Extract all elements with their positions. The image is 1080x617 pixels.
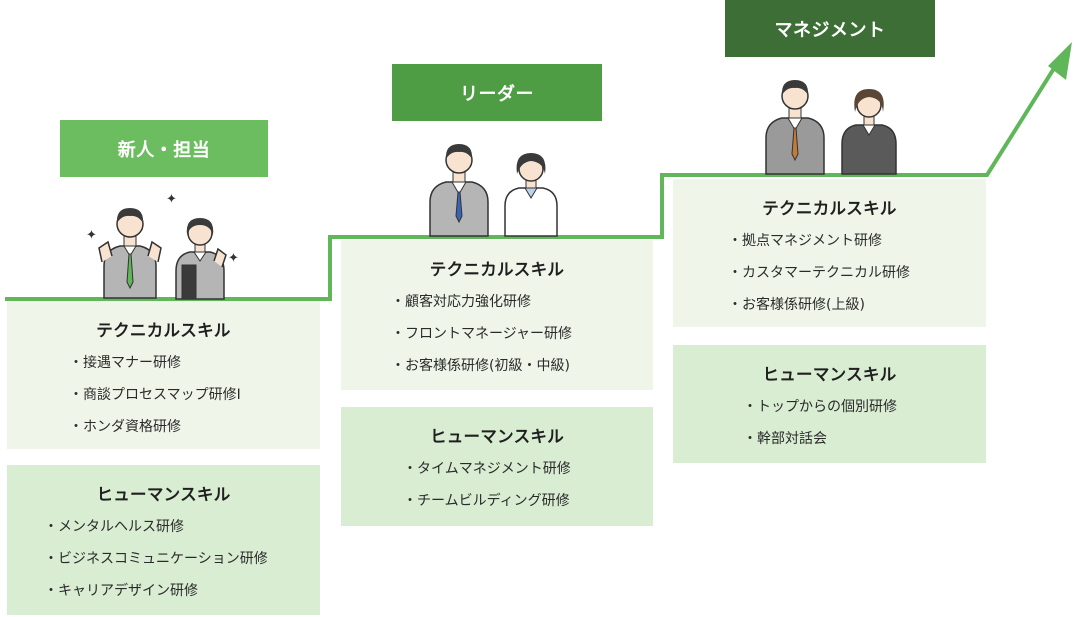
sparkle-icon: ✦: [166, 192, 177, 207]
person-icon: [175, 218, 227, 300]
management-human-skills-panel: ヒューマンスキル トップからの個別研修 幹部対話会: [673, 345, 986, 463]
management-technical-skills-panel: テクニカルスキル 拠点マネジメント研修 カスタマーテクニカル研修 お客様係研修(…: [673, 179, 986, 327]
human-skills-list: メンタルヘルス研修 ビジネスコミュニケーション研修 キャリアデザイン研修: [7, 511, 320, 607]
newcomer-technical-skills-panel: テクニカルスキル 接遇マナー研修 商談プロセスマップ研修Ⅰ ホンダ資格研修: [7, 301, 320, 449]
technical-skills-heading: テクニカルスキル: [429, 260, 565, 279]
human-skills-list: タイムマネジメント研修 チームビルディング研修: [341, 453, 653, 517]
list-item: お客様係研修(初級・中級): [391, 350, 653, 382]
list-item: 顧客対応力強化研修: [391, 286, 653, 318]
technical-skills-list: 拠点マネジメント研修 カスタマーテクニカル研修 お客様係研修(上級): [673, 225, 986, 321]
list-item: お客様係研修(上級): [728, 289, 986, 321]
human-skills-heading: ヒューマンスキル: [429, 427, 565, 446]
leader-technical-skills-panel: テクニカルスキル 顧客対応力強化研修 フロントマネージャー研修 お客様係研修(初…: [341, 240, 653, 390]
staircase-path: [5, 60, 1060, 301]
level-title-leader: リーダー: [392, 64, 602, 121]
person-icon: [841, 89, 897, 175]
arrow-up-right-icon: [1048, 42, 1072, 80]
person-icon: [98, 208, 162, 299]
level-title-management: マネジメント: [725, 0, 935, 57]
person-icon: [765, 80, 825, 175]
newcomer-human-skills-panel: ヒューマンスキル メンタルヘルス研修 ビジネスコミュニケーション研修 キャリアデ…: [7, 465, 320, 615]
list-item: トップからの個別研修: [743, 391, 986, 423]
technical-skills-list: 接遇マナー研修 商談プロセスマップ研修Ⅰ ホンダ資格研修: [7, 347, 320, 443]
technical-skills-heading: テクニカルスキル: [96, 321, 231, 340]
list-item: チームビルディング研修: [403, 485, 653, 517]
list-item: カスタマーテクニカル研修: [728, 257, 986, 289]
technical-skills-heading: テクニカルスキル: [762, 199, 897, 218]
person-icon: [429, 144, 489, 237]
person-icon: [504, 153, 558, 237]
list-item: タイムマネジメント研修: [403, 453, 653, 485]
human-skills-heading: ヒューマンスキル: [762, 365, 897, 384]
list-item: 拠点マネジメント研修: [728, 225, 986, 257]
technical-skills-list: 顧客対応力強化研修 フロントマネージャー研修 お客様係研修(初級・中級): [341, 286, 653, 382]
list-item: 幹部対話会: [743, 423, 986, 455]
list-item: フロントマネージャー研修: [391, 318, 653, 350]
list-item: 接遇マナー研修: [69, 347, 320, 379]
sparkle-icon: ✦: [86, 228, 97, 243]
list-item: ビジネスコミュニケーション研修: [44, 543, 320, 575]
sparkle-icon: ✦: [228, 251, 239, 266]
list-item: 商談プロセスマップ研修Ⅰ: [69, 379, 320, 411]
human-skills-heading: ヒューマンスキル: [96, 485, 231, 504]
human-skills-list: トップからの個別研修 幹部対話会: [673, 391, 986, 455]
level-title-newcomer: 新人・担当: [60, 120, 268, 177]
list-item: ホンダ資格研修: [69, 411, 320, 443]
list-item: メンタルヘルス研修: [44, 511, 320, 543]
leader-human-skills-panel: ヒューマンスキル タイムマネジメント研修 チームビルディング研修: [341, 407, 653, 526]
list-item: キャリアデザイン研修: [44, 575, 320, 607]
